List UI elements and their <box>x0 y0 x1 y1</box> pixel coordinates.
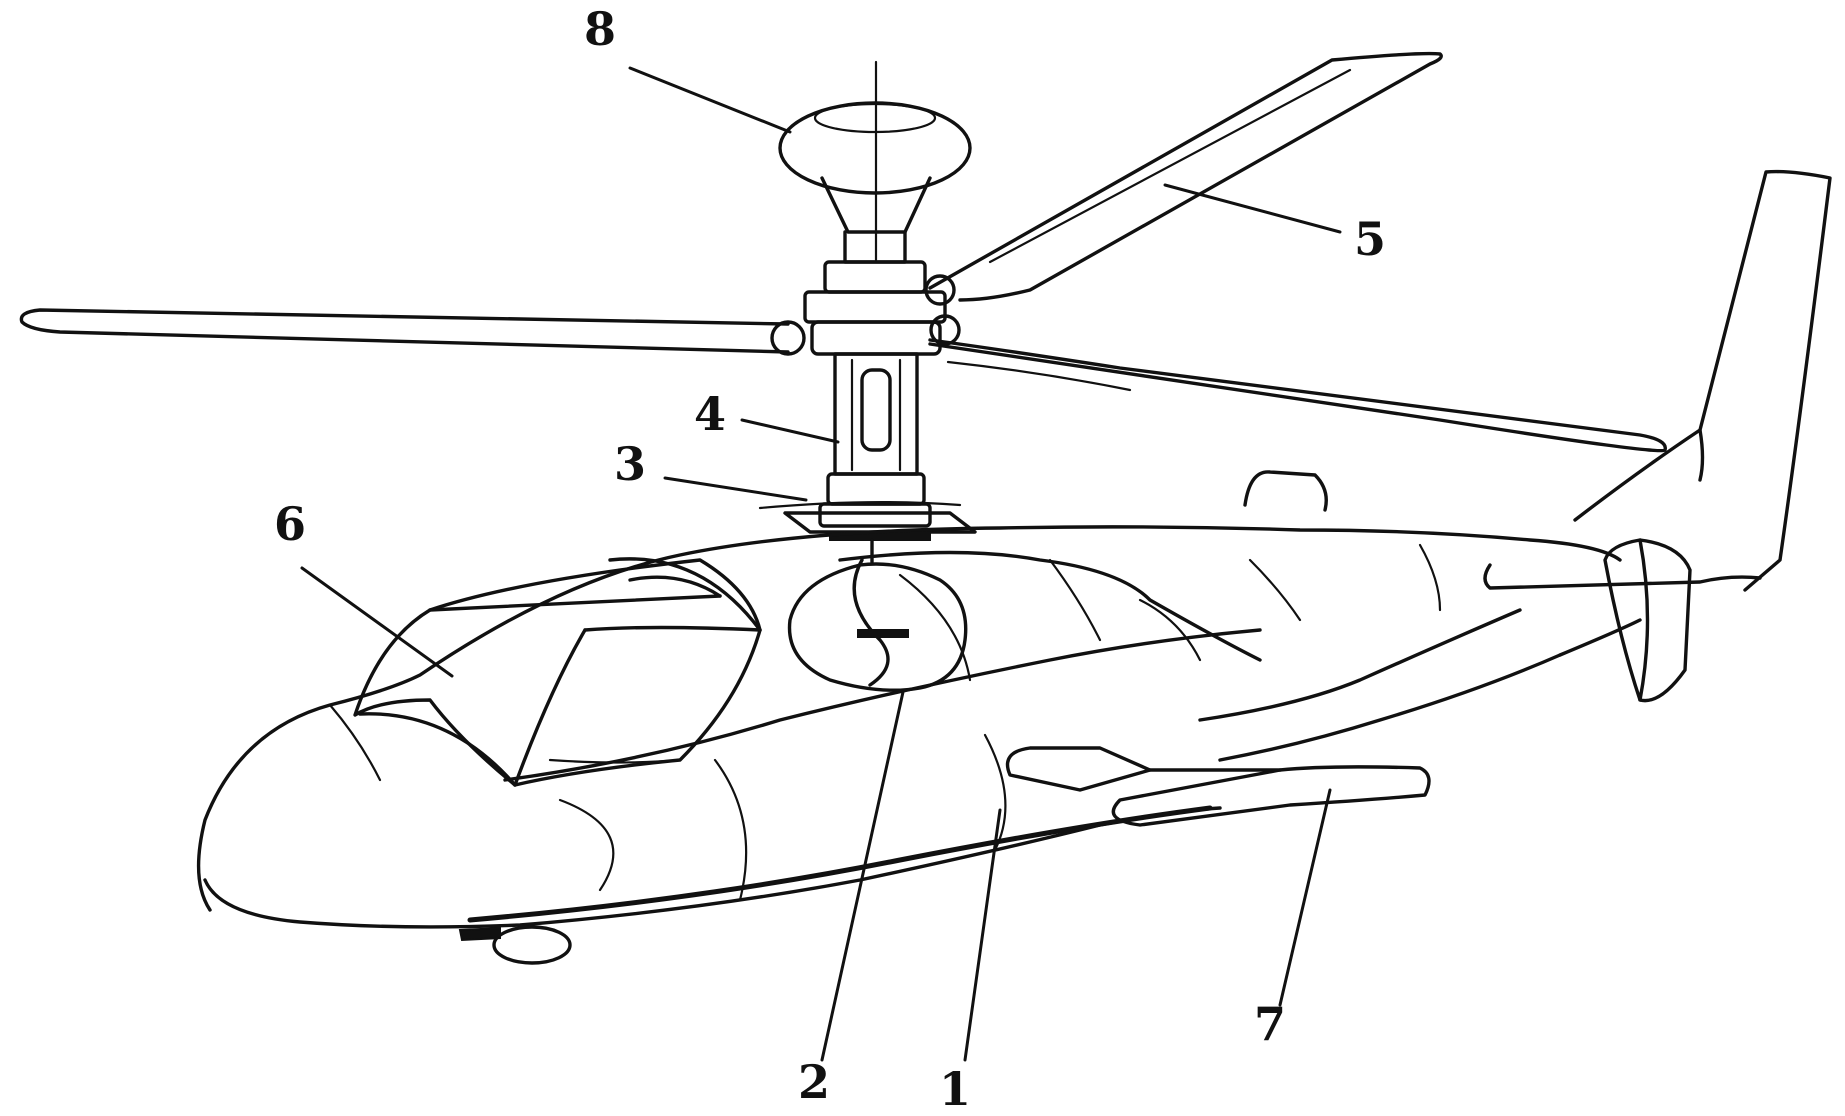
leader-5 <box>1163 183 1342 234</box>
rotor-mast-column <box>833 352 919 476</box>
leader-3 <box>663 476 808 502</box>
vertical-fin <box>1573 169 1832 592</box>
leader-8 <box>628 66 792 134</box>
leader-6 <box>300 566 454 678</box>
endplate-fin <box>1603 538 1692 703</box>
fuselage <box>196 470 1642 965</box>
landing-wheel <box>492 925 572 965</box>
callout-3: 3 <box>614 437 646 491</box>
callout-8: 8 <box>584 2 616 56</box>
rotor-blade-left <box>19 308 790 354</box>
leader-2 <box>820 690 905 1062</box>
leader-1 <box>963 808 1002 1062</box>
rotor-mast <box>758 60 977 564</box>
callout-7: 7 <box>1254 997 1286 1051</box>
mast-base-plate <box>783 511 977 534</box>
callout-1: 1 <box>939 1062 971 1116</box>
fuselage-body <box>196 525 1622 912</box>
stub-wing-rear <box>1111 765 1431 827</box>
rotor-blade-right <box>928 338 1667 453</box>
callout-4: 4 <box>694 387 726 441</box>
tail-unit <box>1483 169 1832 703</box>
main-rotor-blades <box>19 51 1667 453</box>
stub-wing-front <box>1005 746 1152 792</box>
callout-6: 6 <box>274 497 306 551</box>
leader-4 <box>740 418 840 444</box>
rotor-blade-upper <box>928 51 1443 302</box>
callout-5: 5 <box>1354 212 1386 266</box>
canopy <box>353 557 762 787</box>
callout-2: 2 <box>798 1055 830 1109</box>
callout-labels: 1 2 3 4 5 6 7 8 <box>274 2 1386 1116</box>
stub-wings <box>1005 746 1431 827</box>
leader-7 <box>1278 788 1332 1007</box>
leader-lines <box>300 66 1342 1062</box>
engine-intake <box>787 558 968 692</box>
